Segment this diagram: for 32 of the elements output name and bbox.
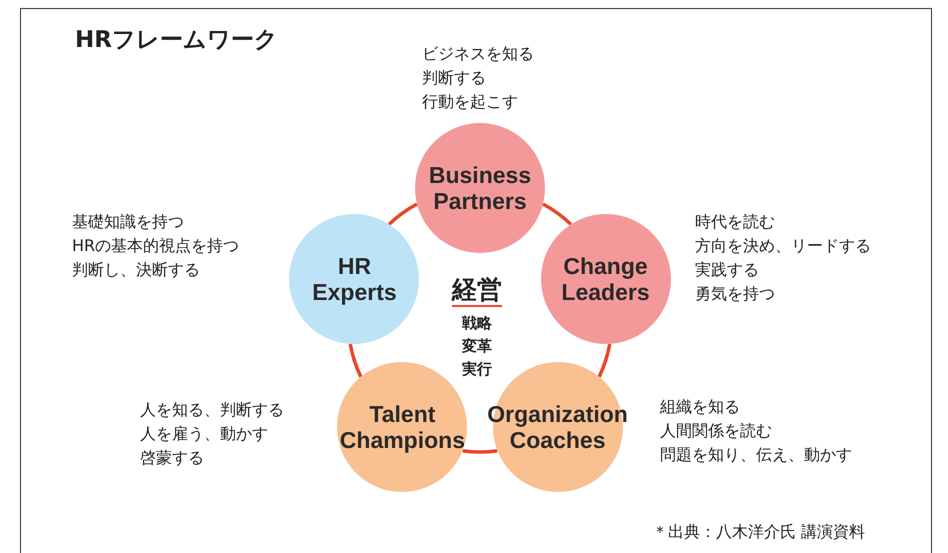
description-text: ビジネスを知る [422, 43, 534, 65]
description-text: 組織を知る [660, 396, 740, 418]
description-text: 判断し、決断する [72, 258, 200, 281]
description-text: 時代を読む [694, 211, 775, 233]
connector-line [348, 344, 362, 378]
description-text: 実践する [694, 258, 759, 281]
circle-label: Organization Coaches [486, 400, 629, 453]
circle-label: Change Leaders [560, 253, 651, 306]
center-text: 実行 [462, 360, 492, 379]
circle-label: Business Partners [428, 162, 532, 214]
connector-line [462, 449, 498, 454]
description-text: 行動を起こす [422, 91, 518, 113]
description-text: 人を知る、判断する [140, 398, 284, 421]
source-note: ＊出典：八木洋介氏 講演資料 [652, 522, 866, 543]
description-text: 問題を知り、伝え、動かす [660, 444, 852, 466]
description-text: 人間関係を読む [660, 420, 772, 442]
connector-line [388, 202, 418, 226]
description-text: HRの基本的視点を持つ [72, 234, 240, 257]
center-heading: 経営 [452, 275, 502, 307]
description-text: 勇気を持つ [694, 282, 775, 305]
circle-label: Talent Champions [338, 400, 466, 453]
description-text: 判断する [422, 67, 486, 89]
description-text: 啓蒙する [140, 446, 204, 469]
description-text: 方向を決め、リードする [694, 234, 871, 257]
title: HRフレームワーク [75, 26, 278, 55]
connector-line [542, 202, 572, 226]
center-text: 戦略 [462, 314, 492, 333]
center-text: 変革 [462, 337, 492, 356]
description-text: 人を雇う、動かす [140, 422, 268, 445]
description-text: 基礎知識を持つ [72, 211, 184, 233]
connector-line [598, 344, 612, 378]
circle-label: HR Experts [311, 253, 398, 306]
